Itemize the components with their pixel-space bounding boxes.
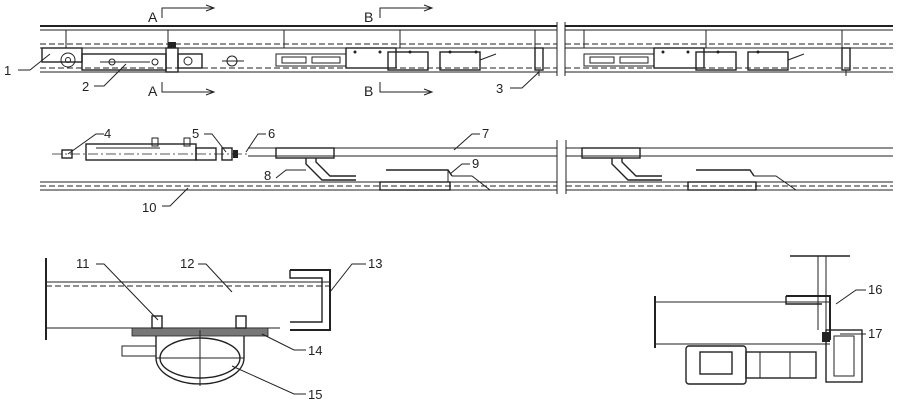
label-17: 17 [868, 326, 882, 341]
label-16: 16 [868, 282, 882, 297]
label-8: 8 [264, 168, 271, 183]
label-9: 9 [472, 156, 479, 171]
leader-lines [18, 53, 866, 395]
label-3: 3 [496, 81, 503, 96]
label-14: 14 [308, 343, 322, 358]
section-mark-b-bottom: B [364, 83, 373, 99]
label-15: 15 [308, 387, 322, 402]
label-2: 2 [82, 79, 89, 94]
label-10: 10 [142, 200, 156, 215]
label-1: 1 [4, 63, 11, 78]
section-detail-left [45, 258, 331, 386]
section-mark-b-top: B [364, 9, 373, 25]
label-12: 12 [180, 256, 194, 271]
label-5: 5 [192, 126, 199, 141]
label-11: 11 [76, 256, 90, 271]
section-mark-a-bottom: A [148, 83, 158, 99]
label-6: 6 [268, 126, 275, 141]
reference-labels: 1 2 3 4 5 6 7 8 9 10 11 12 13 14 15 16 1… [4, 63, 882, 402]
section-detail-right [654, 255, 863, 385]
label-4: 4 [104, 126, 111, 141]
section-mark-a-top: A [148, 9, 158, 25]
side-view [40, 137, 893, 194]
top-view [40, 4, 893, 96]
section-marks: A B A B [148, 9, 373, 99]
label-13: 13 [368, 256, 382, 271]
label-7: 7 [482, 126, 489, 141]
